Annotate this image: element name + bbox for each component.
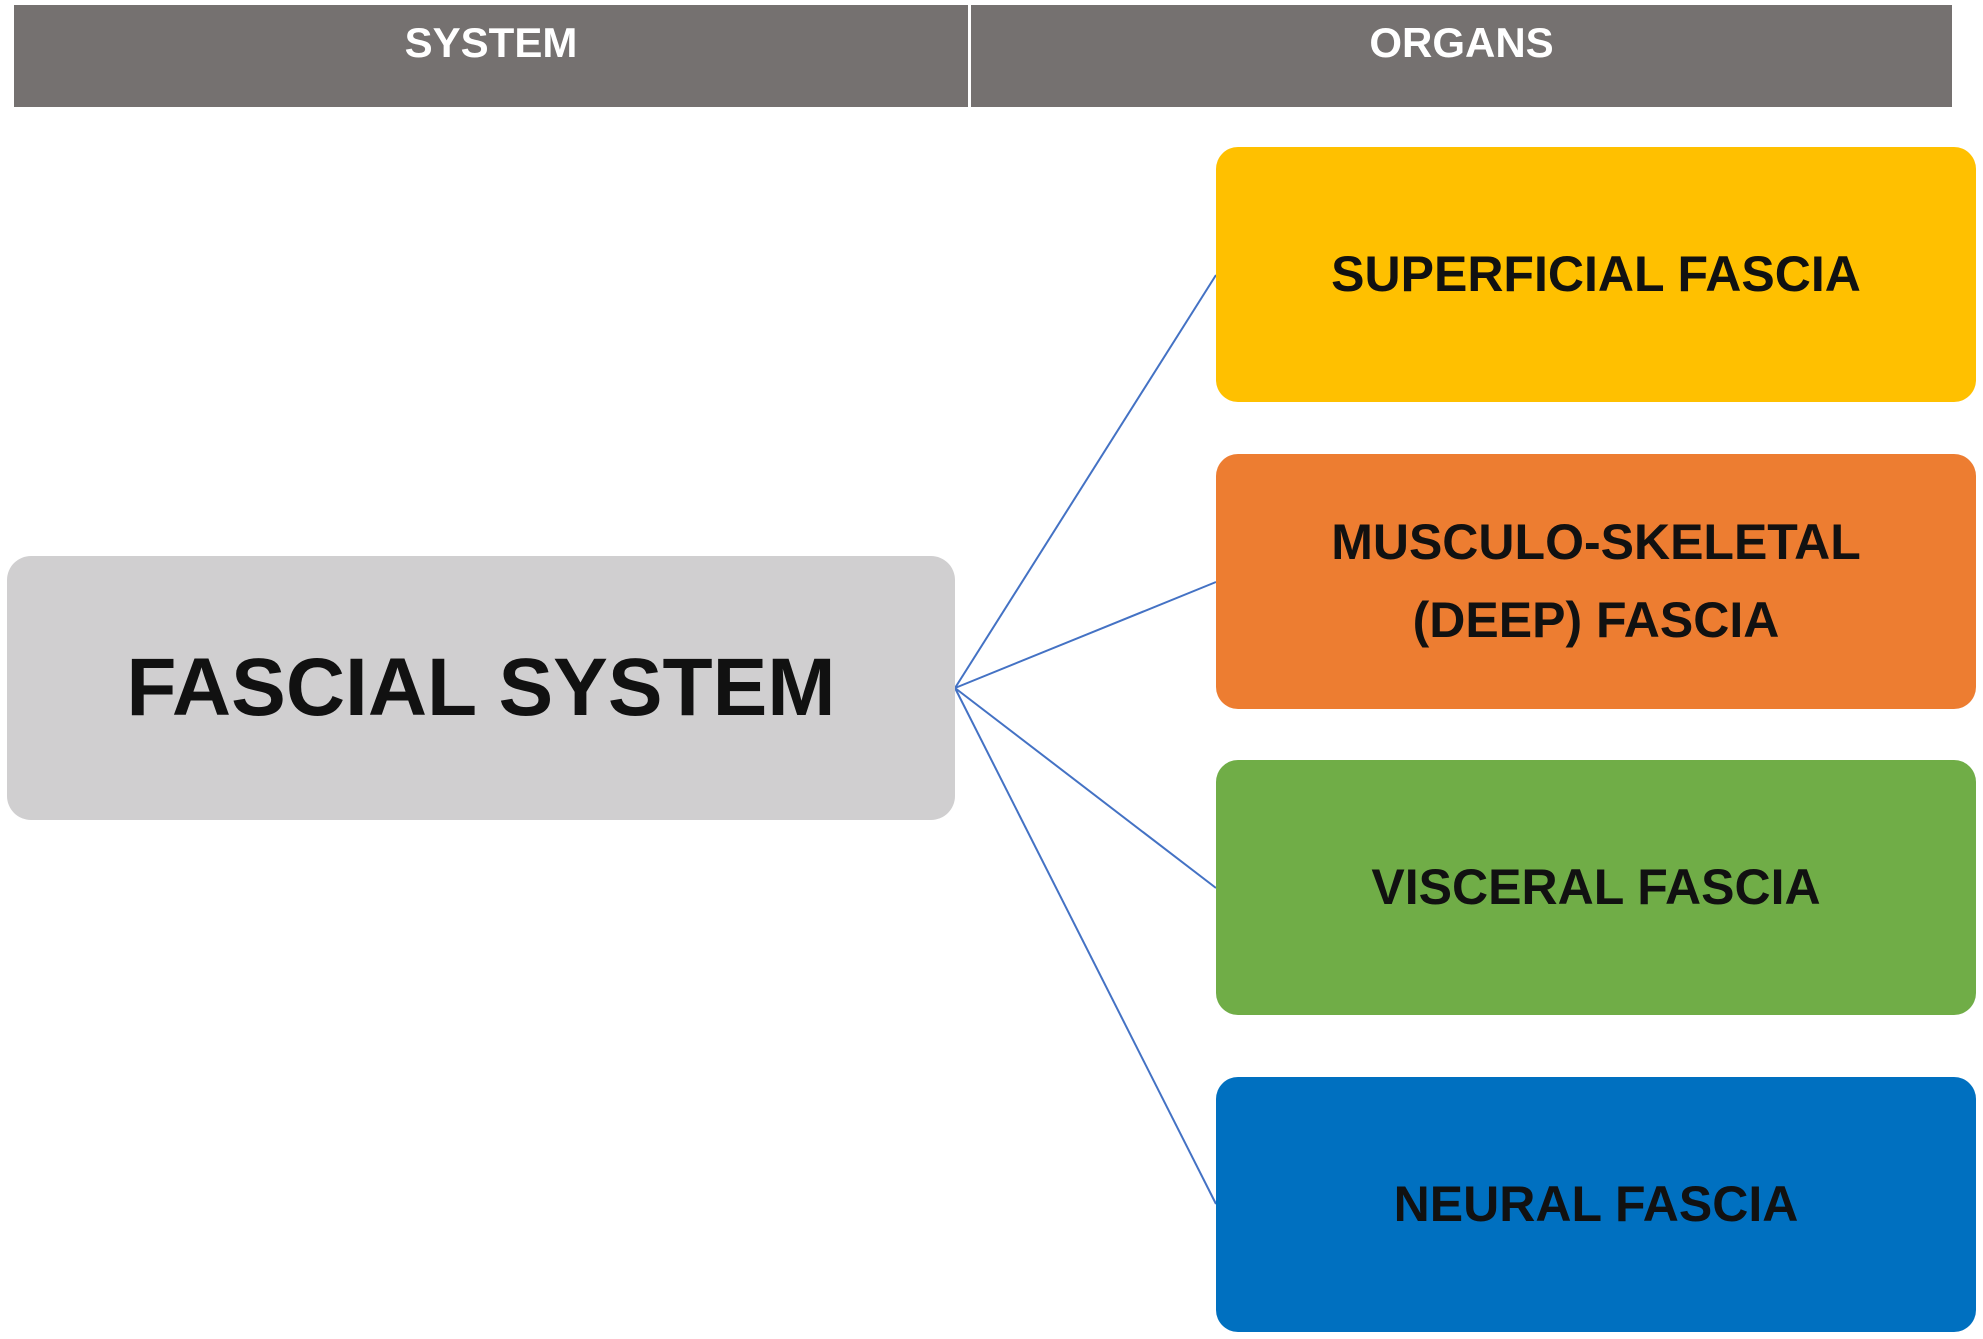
connector-neural xyxy=(954,687,1217,1205)
organ-superficial-fascia: SUPERFICIAL FASCIA xyxy=(1216,147,1976,402)
organ-visceral-fascia: VISCERAL FASCIA xyxy=(1216,760,1976,1015)
organ-label: VISCERAL FASCIA xyxy=(1371,858,1821,915)
header-organs-label: ORGANS xyxy=(1369,19,1554,66)
fascial-system-node: FASCIAL SYSTEM xyxy=(7,556,955,820)
connector-musculo-skeletal xyxy=(954,581,1217,689)
organ-label: SUPERFICIAL FASCIA xyxy=(1331,245,1861,302)
organ-neural-fascia: NEURAL FASCIA xyxy=(1216,1077,1976,1332)
connector-superficial xyxy=(954,274,1217,689)
header-system: SYSTEM xyxy=(14,5,968,107)
organ-label: MUSCULO-SKELETAL (DEEP) FASCIA xyxy=(1331,514,1861,648)
organ-label: NEURAL FASCIA xyxy=(1393,1175,1799,1232)
system-label: FASCIAL SYSTEM xyxy=(126,642,836,734)
connector-visceral xyxy=(954,687,1217,889)
organ-musculo-skeletal-fascia: MUSCULO-SKELETAL (DEEP) FASCIA xyxy=(1216,454,1976,709)
header-organs: ORGANS xyxy=(971,5,1952,107)
header-system-label: SYSTEM xyxy=(404,19,578,66)
